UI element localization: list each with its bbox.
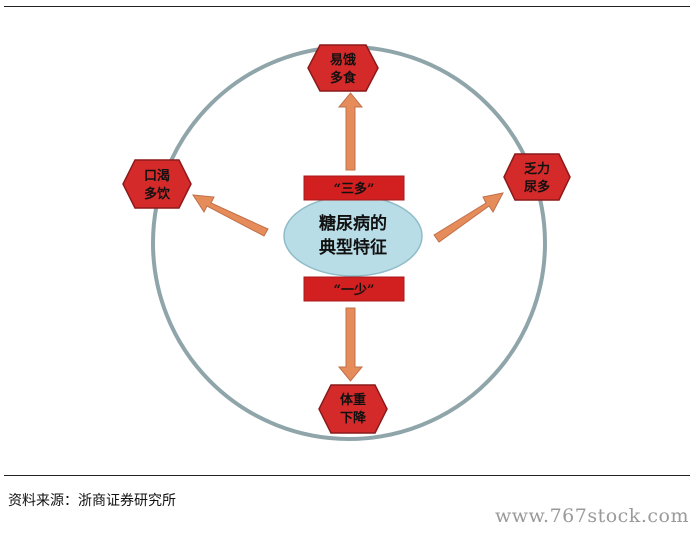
diabetes-features-diagram: 糖尿病的 典型特征 “三多” “一少” 易饿 多食 口渴 多饮 乏力 尿多 体重… [122,44,571,441]
node-left-hexagon [122,159,192,209]
node-bottom-line2: 下降 [340,410,367,426]
node-top-hexagon [307,44,379,92]
center-title-line2: 典型特征 [319,237,387,258]
source-note: 资料来源：浙商证券研究所 [8,493,176,509]
node-top-line2: 多食 [330,70,357,86]
node-right-hexagon [503,153,571,201]
three-more-label: “三多” [334,181,375,197]
top-rule [4,6,690,7]
center-ellipse [283,195,423,277]
node-left-line1: 口渴 [144,169,170,184]
node-right-line1: 乏力 [524,161,550,177]
node-left-line2: 多饮 [144,186,171,202]
arrow-up [337,92,364,171]
node-right-line2: 尿多 [524,179,550,195]
one-less-label-box [303,276,405,302]
node-bottom-hexagon [318,384,388,434]
arrow-down [337,307,364,382]
one-less-label: “一少” [334,282,375,298]
arrow-right [433,192,504,243]
node-top-line1: 易饿 [330,52,356,68]
node-bottom-line1: 体重 [340,392,366,408]
watermark: www.767stock.com [495,505,689,527]
three-more-label-box [303,175,405,201]
arrow-left [192,194,269,237]
center-title-line1: 糖尿病的 [319,213,387,234]
bottom-rule [4,475,690,476]
